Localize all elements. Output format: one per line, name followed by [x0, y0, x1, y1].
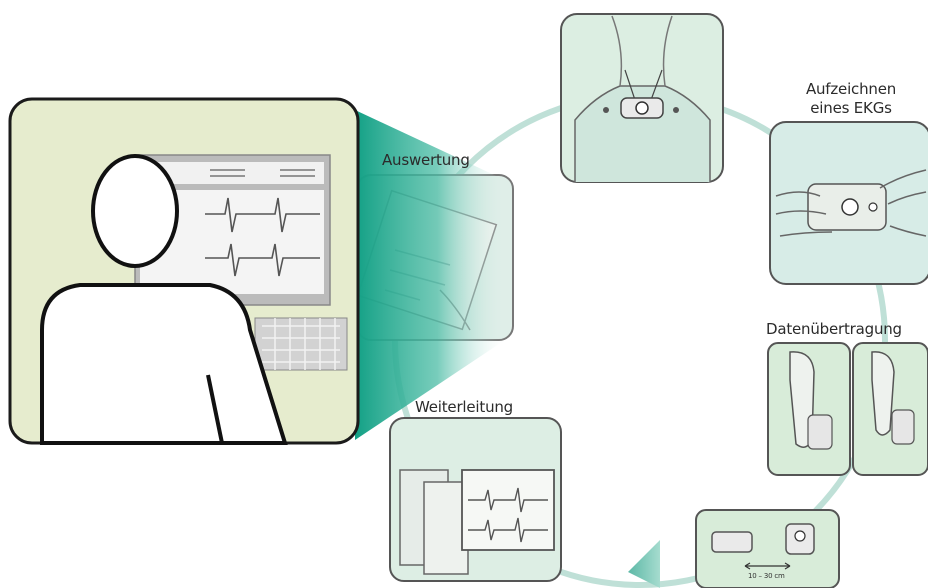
label-record-line2: eines EKGs	[810, 99, 892, 117]
panel-data-transfer	[767, 342, 928, 476]
label-record-line1: Aufzeichnen	[805, 80, 897, 98]
panel-distance-transfer	[695, 509, 840, 588]
panel-forwarding	[389, 417, 562, 582]
label-distance: 10 – 30 cm	[748, 572, 785, 580]
panel-chest-device	[560, 13, 724, 183]
label-data-transfer: Datenübertragung	[766, 320, 902, 338]
label-record-ecg: Aufzeichnen eines EKGs	[790, 80, 912, 118]
panel-recording-ecg	[769, 121, 928, 285]
teal-beam	[355, 110, 505, 440]
panel-doctor	[8, 97, 360, 445]
label-evaluation: Auswertung	[382, 151, 470, 169]
label-forwarding: Weiterleitung	[415, 398, 514, 416]
cycle-arrow-head	[628, 540, 660, 588]
